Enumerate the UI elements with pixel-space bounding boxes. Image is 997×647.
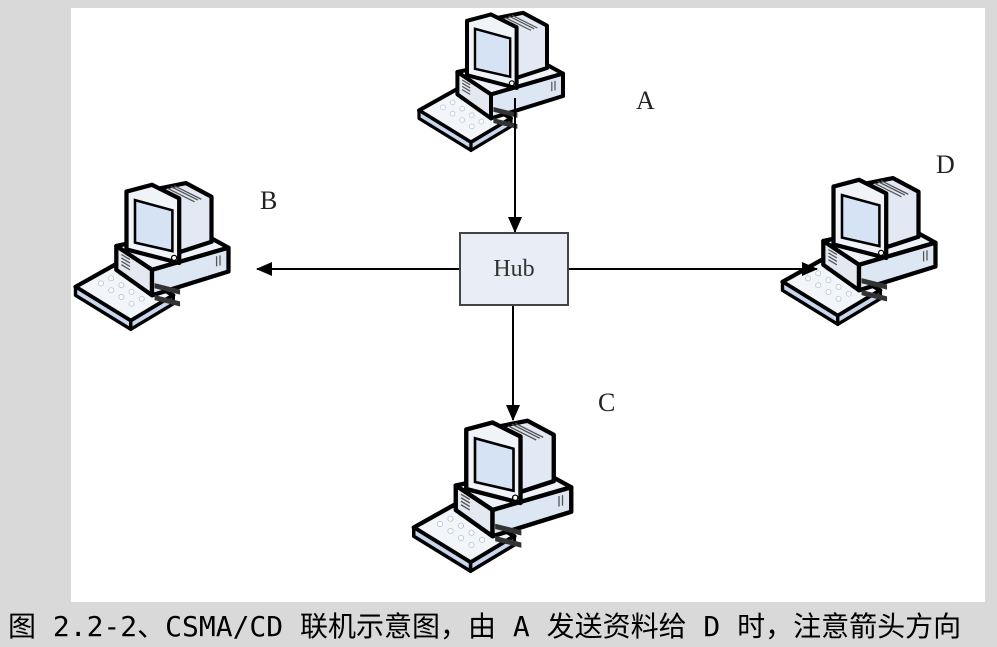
node-label-a: A — [636, 86, 655, 115]
network-diagram — [71, 10, 985, 602]
hub-label: Hub — [493, 255, 535, 282]
node-label-c: C — [598, 388, 616, 417]
computer-c-icon — [414, 421, 572, 572]
node-label-d: D — [936, 150, 955, 179]
computer-d-icon — [783, 178, 936, 324]
computer-a-icon — [417, 10, 565, 153]
figure-caption: 图 2.2-2、CSMA/CD 联机示意图，由 A 发送资料给 D 时，注意箭头… — [8, 610, 962, 643]
computer-b-icon — [76, 183, 229, 329]
node-label-b: B — [260, 186, 278, 215]
hub-node: Hub — [459, 232, 569, 306]
diagram-panel: Hub A B C D — [71, 8, 985, 602]
